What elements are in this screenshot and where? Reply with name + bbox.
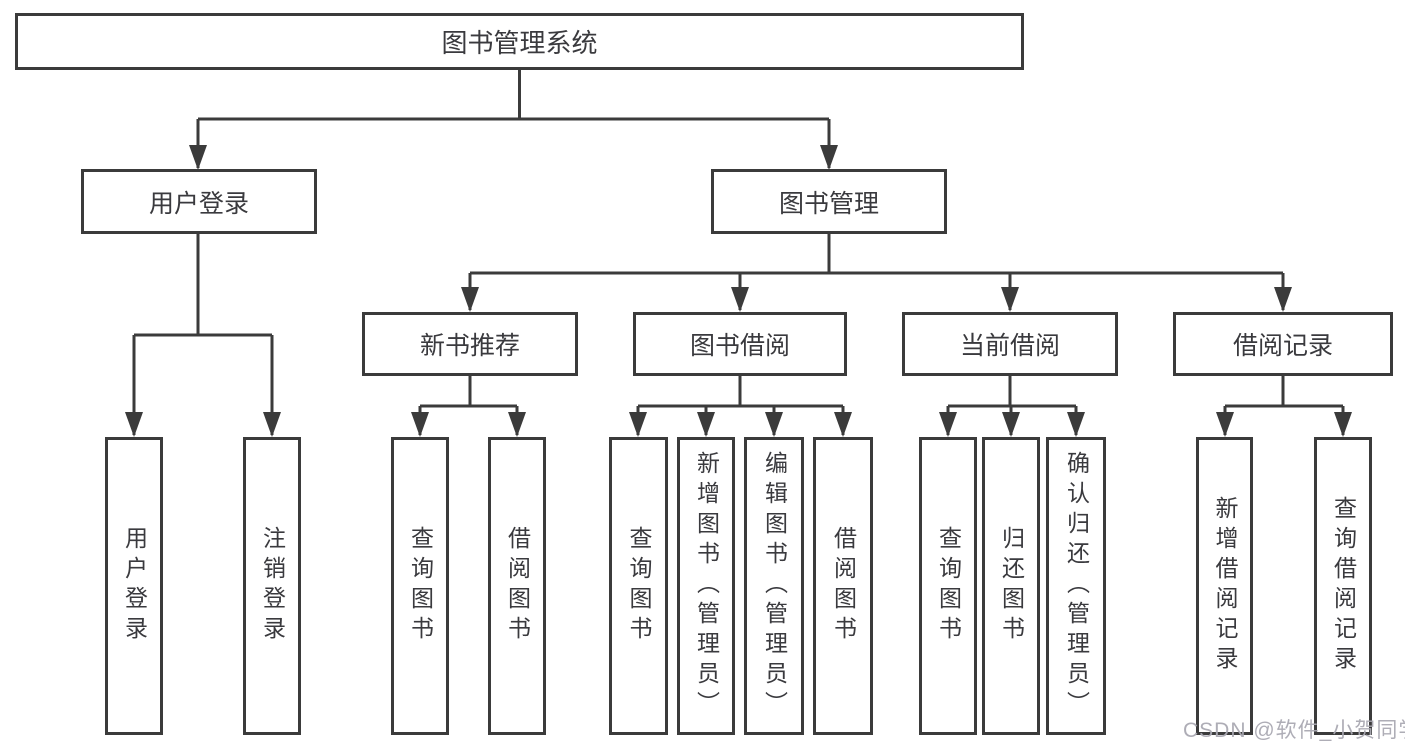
node-label: 确认归还（管理员） — [1063, 451, 1090, 721]
leaf-current-query-books: 查询图书 — [919, 437, 977, 735]
node-new-book-recommend: 新书推荐 — [362, 312, 578, 376]
node-label: 新增图书（管理员） — [693, 451, 720, 721]
leaf-newrec-query-books: 查询图书 — [391, 437, 449, 735]
node-book-management: 图书管理 — [711, 169, 947, 234]
node-label: 查询图书 — [935, 526, 962, 646]
leaf-borrow-borrow-books: 借阅图书 — [813, 437, 873, 735]
node-user-login: 用户登录 — [81, 169, 317, 234]
leaf-logout: 注销登录 — [243, 437, 301, 735]
node-label: 图书管理系统 — [441, 28, 598, 58]
leaf-user-login: 用户登录 — [105, 437, 163, 735]
leaf-records-add-record: 新增借阅记录 — [1196, 437, 1253, 735]
leaf-borrow-add-books-admin: 新增图书（管理员） — [677, 437, 735, 735]
arrowhead-icons — [125, 145, 1352, 437]
node-label: 查询图书 — [626, 526, 652, 646]
node-label: 图书借阅 — [689, 332, 790, 360]
node-borrowing-records: 借阅记录 — [1173, 312, 1393, 376]
node-label: 当前借阅 — [959, 332, 1060, 360]
node-label: 用户登录 — [148, 189, 249, 218]
node-label: 归还图书 — [998, 526, 1025, 646]
node-current-borrowing: 当前借阅 — [902, 312, 1118, 376]
node-label: 借阅记录 — [1232, 332, 1333, 360]
leaf-newrec-borrow-books: 借阅图书 — [488, 437, 546, 735]
leaf-borrow-query-books: 查询图书 — [609, 437, 668, 735]
leaf-current-return-books: 归还图书 — [982, 437, 1040, 735]
node-library-management-system: 图书管理系统 — [15, 13, 1024, 70]
leaf-records-query-record: 查询借阅记录 — [1314, 437, 1372, 735]
node-label: 图书管理 — [778, 189, 879, 218]
node-label: 注销登录 — [259, 526, 286, 646]
node-book-borrowing: 图书借阅 — [633, 312, 847, 376]
node-label: 查询借阅记录 — [1330, 496, 1357, 676]
leaf-current-confirm-return-admin: 确认归还（管理员） — [1046, 437, 1106, 735]
node-label: 借阅图书 — [504, 526, 531, 646]
node-label: 查询图书 — [407, 526, 434, 646]
node-label: 用户登录 — [121, 526, 148, 646]
leaf-borrow-edit-books-admin: 编辑图书（管理员） — [744, 437, 804, 735]
watermark-text: CSDN @软件_小贺同学 — [1183, 719, 1405, 742]
node-label: 编辑图书（管理员） — [761, 451, 788, 721]
node-label: 新增借阅记录 — [1212, 496, 1238, 676]
node-label: 新书推荐 — [419, 332, 520, 360]
node-label: 借阅图书 — [830, 526, 857, 646]
